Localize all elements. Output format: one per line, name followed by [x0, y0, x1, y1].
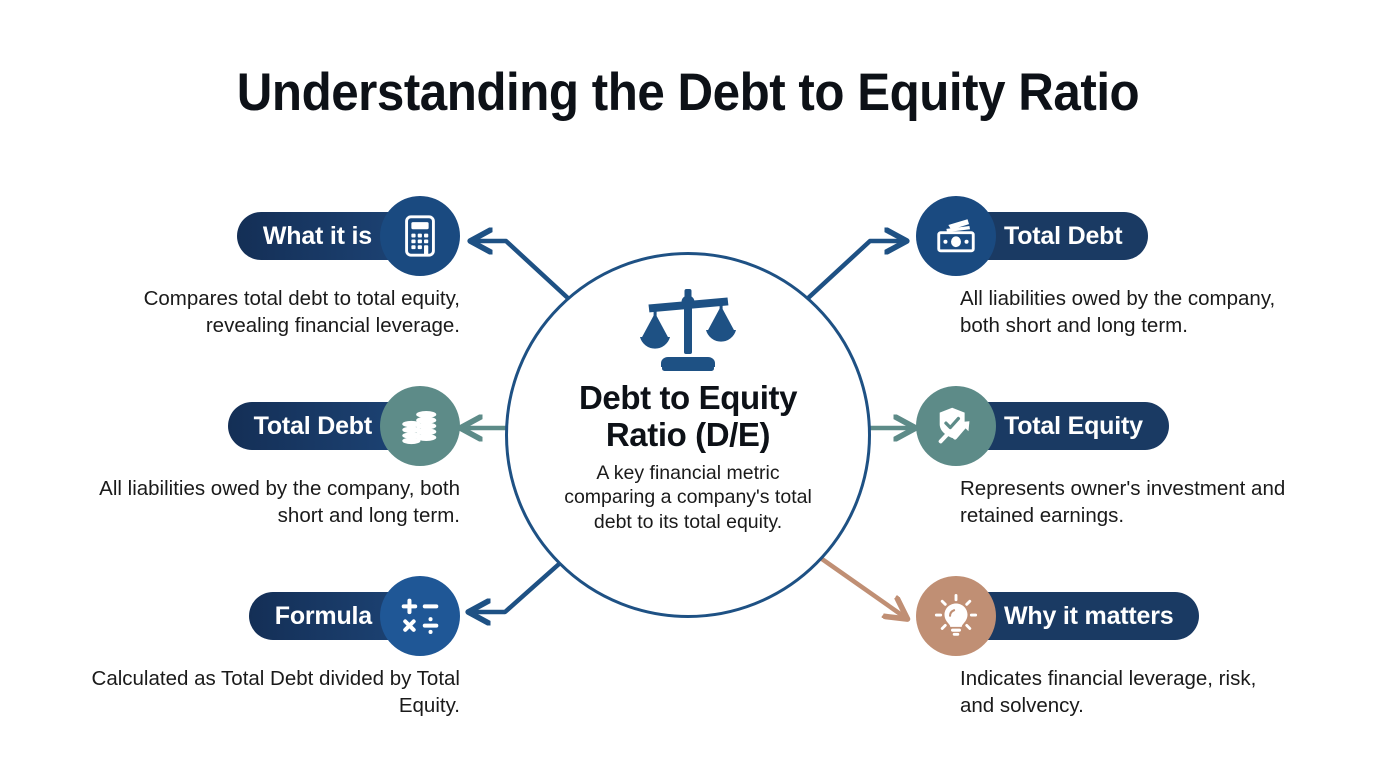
node-header-row: Total Debt — [916, 196, 1292, 276]
hub-description: A key financial metric comparing a compa… — [564, 461, 812, 534]
node-label: Total Debt — [1004, 221, 1123, 250]
connector-what-it-is — [472, 241, 573, 303]
node-description: All liabilities owed by the company, bot… — [99, 477, 460, 528]
node-label: What it is — [262, 221, 372, 250]
node-header-row: Total Equity — [916, 386, 1292, 466]
node-label: Formula — [274, 601, 372, 630]
node-header-row: Why it matters — [916, 576, 1292, 656]
banknote-icon — [933, 213, 979, 259]
coin-stack-icon — [397, 403, 443, 449]
node-description: Indicates financial leverage, risk, and … — [960, 667, 1257, 718]
central-hub: Debt to Equity Ratio (D/E) A key financi… — [505, 252, 871, 618]
node-description: Compares total debt to total equity, rev… — [143, 287, 460, 338]
shield-growth-icon — [933, 403, 979, 449]
balance-scale-icon — [638, 285, 738, 371]
node-badge — [916, 196, 996, 276]
node-formula[interactable]: Formula Calculated as Tota — [84, 576, 460, 720]
hub-title: Debt to Equity Ratio (D/E) — [578, 379, 798, 454]
math-operators-icon — [397, 593, 443, 639]
node-badge — [380, 576, 460, 656]
node-header-row: Formula — [84, 576, 460, 656]
node-description: All liabilities owed by the company, bot… — [960, 287, 1276, 338]
calculator-icon — [397, 213, 443, 259]
node-badge — [380, 386, 460, 466]
node-badge — [916, 386, 996, 466]
connector-formula — [470, 553, 571, 612]
node-label-pill[interactable]: Why it matters — [958, 592, 1200, 640]
page-title: Understanding the Debt to Equity Ratio — [236, 63, 1140, 122]
connector-total-debt-right — [803, 241, 905, 303]
node-total-equity[interactable]: Total Equity Represents owner's investme… — [916, 386, 1292, 530]
node-badge — [380, 196, 460, 276]
node-total-debt-right[interactable]: Total Debt All liabilities owed by the c… — [916, 196, 1292, 340]
node-description: Represents owner's investment and retain… — [960, 477, 1286, 528]
node-label: Total Debt — [253, 411, 373, 440]
connector-why-it-matters — [809, 549, 906, 618]
node-what-it-is[interactable]: What it is — [104, 196, 460, 340]
node-label: Why it matters — [1004, 601, 1174, 630]
node-header-row: What it is — [104, 196, 460, 276]
node-description: Calculated as Total Debt divided by Tota… — [91, 667, 460, 718]
lightbulb-icon — [933, 593, 979, 639]
node-why-it-matters[interactable]: Why it matters Indicates financial lever… — [916, 576, 1292, 720]
node-label: Total Equity — [1004, 411, 1143, 440]
node-total-debt-left[interactable]: Total Debt — [84, 386, 460, 530]
node-badge — [916, 576, 996, 656]
node-header-row: Total Debt — [84, 386, 460, 466]
